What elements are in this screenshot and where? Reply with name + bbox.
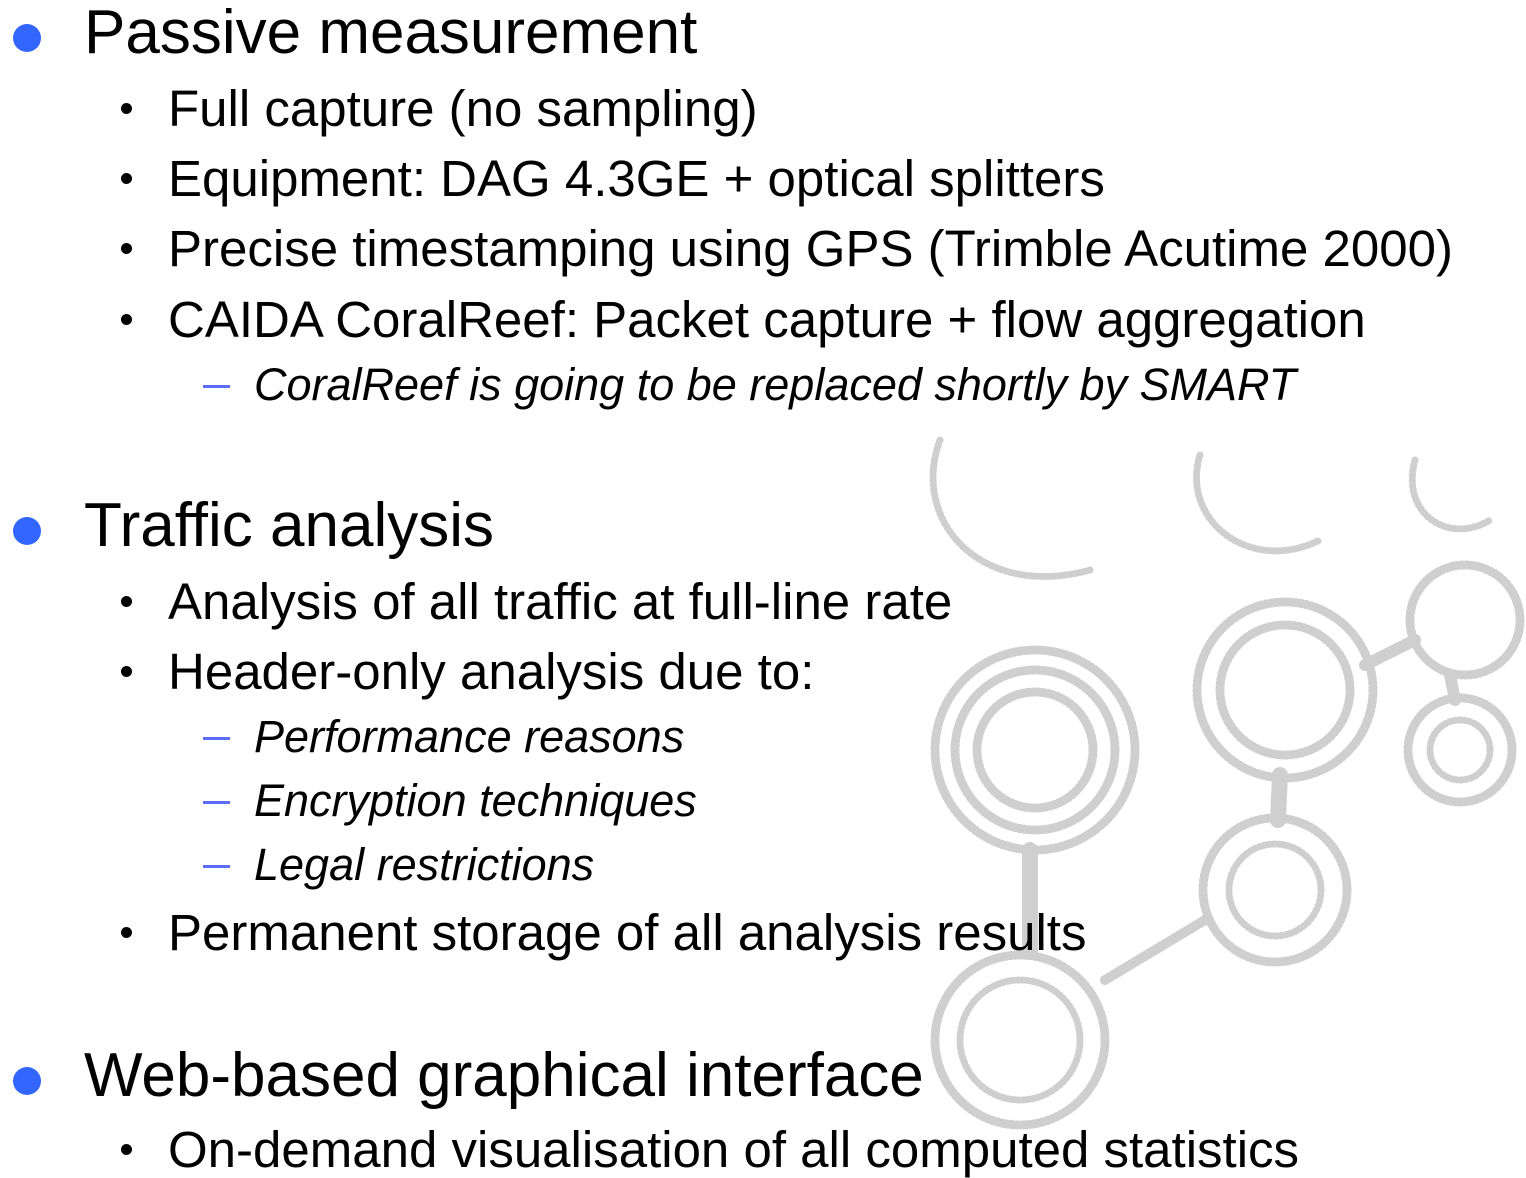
- dash-icon: [203, 737, 230, 740]
- list-item-text: On-demand visualisation of all computed …: [168, 1121, 1300, 1178]
- sub-list-item-text: CoralReef is going to be replaced shortl…: [254, 359, 1297, 410]
- bullet-icon: [121, 173, 132, 184]
- level1-bullet-icon: [13, 24, 41, 52]
- list-item-text: CAIDA CoralReef: Packet capture + flow a…: [168, 291, 1366, 348]
- sub-list-item-text: Legal restrictions: [254, 839, 595, 890]
- level1-bullet-icon: [13, 1067, 41, 1095]
- bullet-icon: [121, 103, 132, 114]
- list-item-text: Analysis of all traffic at full-line rat…: [168, 573, 953, 630]
- dash-icon: [203, 801, 230, 804]
- bullet-icon: [121, 596, 132, 607]
- bullet-icon: [121, 666, 132, 677]
- sub-list-item-text: Encryption techniques: [254, 775, 697, 826]
- section-heading: Web-based graphical interface: [84, 1041, 924, 1110]
- dash-icon: [203, 385, 230, 388]
- bullet-icon: [121, 243, 132, 254]
- level1-bullet-icon: [13, 517, 41, 545]
- section-heading: Traffic analysis: [84, 491, 495, 560]
- bullet-icon: [121, 927, 132, 938]
- dash-icon: [203, 865, 230, 868]
- list-item-text: Precise timestamping using GPS (Trimble …: [168, 220, 1453, 277]
- section-heading: Passive measurement: [84, 0, 698, 67]
- list-item-text: Permanent storage of all analysis result…: [168, 904, 1087, 961]
- sub-list-item-text: Performance reasons: [254, 711, 685, 762]
- list-item-text: Full capture (no sampling): [168, 80, 758, 137]
- list-item-text: Equipment: DAG 4.3GE + optical splitters: [168, 150, 1105, 207]
- bullet-icon: [121, 1144, 132, 1155]
- bullet-icon: [121, 314, 132, 325]
- list-item-text: Header-only analysis due to:: [168, 643, 815, 700]
